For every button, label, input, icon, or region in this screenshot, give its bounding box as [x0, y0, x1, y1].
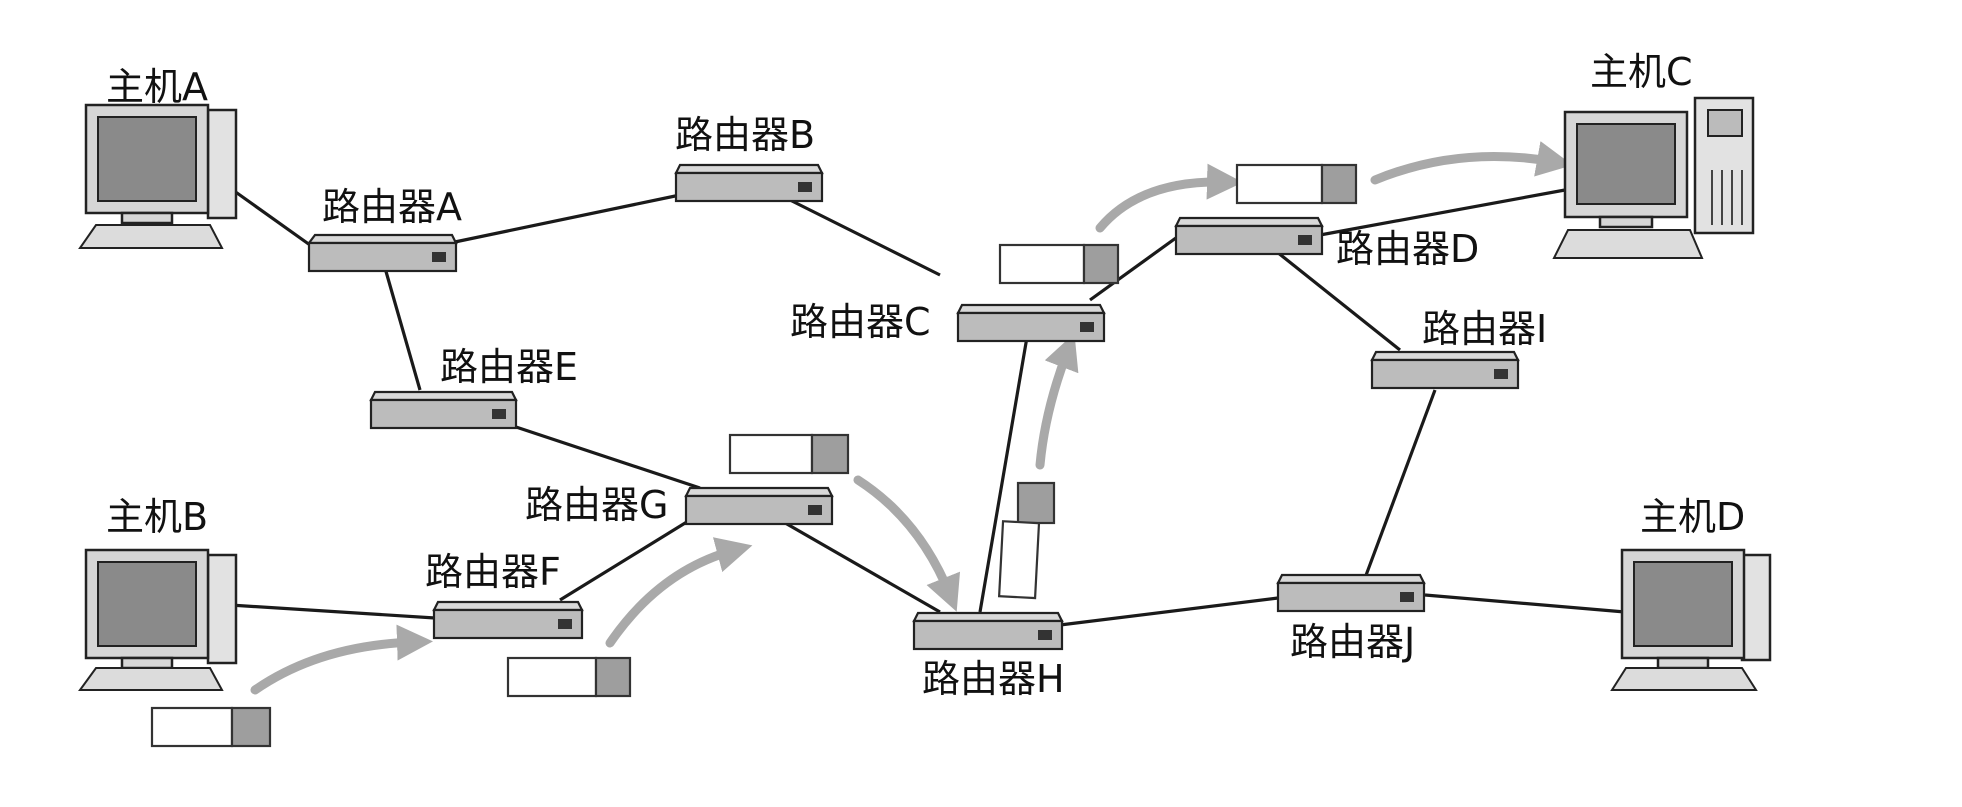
labels: 主机A 主机B 主机C 主机D 路由器A 路由器B 路由器C 路由器D 路由器E…: [106, 50, 1745, 701]
link-routerj-hostd: [1424, 593, 1626, 614]
router-b-label: 路由器B: [675, 113, 815, 157]
router-e: [369, 390, 518, 430]
links: [229, 186, 1626, 627]
link-routerh-routerj: [1059, 596, 1279, 627]
packet-4: [997, 481, 1056, 600]
router-c: [956, 303, 1106, 343]
packet-5: [998, 243, 1120, 285]
link-routera-routerb: [449, 193, 681, 245]
host-b-computer-icon: [78, 548, 238, 691]
flow-arrow-5: [1095, 163, 1243, 233]
host-c-computer-icon: [1552, 96, 1755, 259]
router-h-label: 路由器H: [922, 657, 1065, 701]
router-i: [1370, 350, 1520, 390]
router-j-label: 路由器J: [1290, 620, 1415, 664]
router-f-label: 路由器F: [425, 550, 561, 594]
router-g: [684, 486, 834, 526]
hosts: [78, 96, 1772, 691]
link-routere-routerg: [509, 423, 701, 490]
host-a-label: 主机A: [106, 65, 208, 109]
link-routerg-routerh: [779, 518, 941, 614]
flow-arrow-3: [853, 475, 961, 612]
router-f: [432, 600, 584, 640]
link-hosta-routera: [229, 186, 311, 247]
link-routerb-routerc: [779, 193, 941, 277]
link-routerf-hostb: [229, 603, 436, 620]
packet-flow-arrows: [250, 141, 1573, 695]
host-d-computer-icon: [1610, 548, 1772, 691]
link-routerd-hostc: [1319, 188, 1566, 237]
router-d-label: 路由器D: [1336, 227, 1479, 271]
flow-arrow-6: [1370, 141, 1573, 185]
host-b-label: 主机B: [106, 495, 208, 539]
routers: [306, 163, 1520, 651]
router-i-label: 路由器I: [1422, 307, 1547, 351]
link-routeri-routerj: [1363, 389, 1437, 579]
flow-arrow-4: [1035, 333, 1079, 470]
host-c-label: 主机C: [1590, 50, 1693, 94]
host-a-computer-icon: [78, 103, 238, 249]
link-routera-routere: [383, 267, 422, 391]
packets: [150, 163, 1358, 748]
link-routerh-routerc: [978, 336, 1029, 613]
packet-6: [1235, 163, 1358, 205]
packet-3: [728, 433, 850, 475]
router-h: [912, 611, 1064, 651]
router-a-label: 路由器A: [322, 185, 462, 229]
router-b: [674, 163, 824, 203]
router-e-label: 路由器E: [440, 345, 578, 389]
router-a: [306, 233, 458, 273]
host-d-label: 主机D: [1640, 495, 1745, 539]
router-g-label: 路由器G: [525, 483, 668, 527]
packet-2: [506, 656, 632, 698]
router-j: [1276, 573, 1426, 613]
packet-1: [150, 706, 272, 748]
flow-arrow-2: [605, 537, 753, 648]
link-routerc-routerd: [1089, 233, 1181, 302]
link-routerd-routeri: [1271, 246, 1401, 352]
flow-arrow-1: [250, 624, 433, 695]
router-d: [1174, 216, 1324, 256]
link-routerg-routerf: [559, 518, 691, 602]
router-c-label: 路由器C: [790, 300, 931, 344]
